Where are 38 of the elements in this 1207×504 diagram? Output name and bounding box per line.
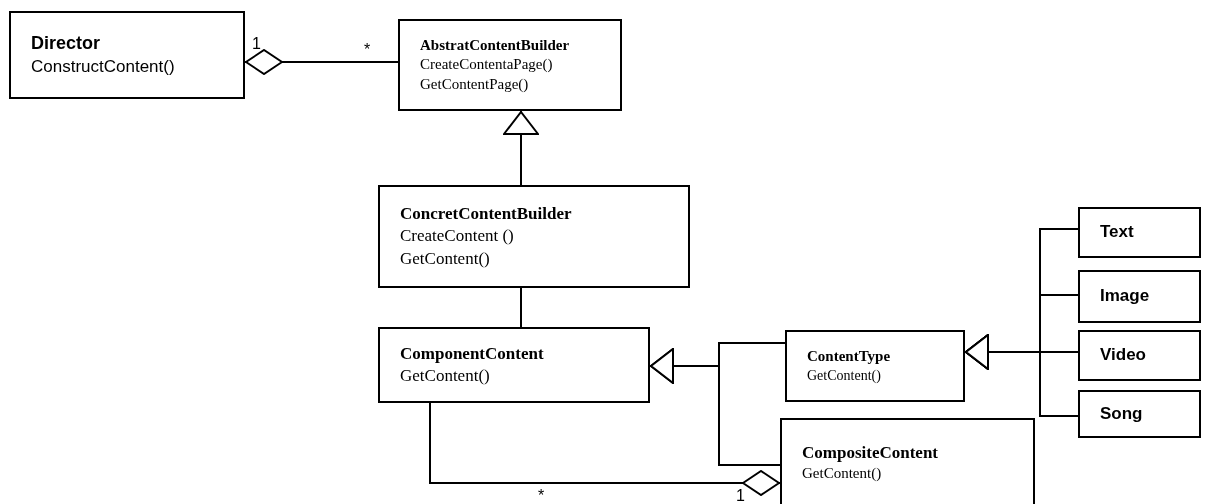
class-name: CompositeContent <box>802 442 939 465</box>
class-box <box>1078 390 1201 438</box>
multiplicity-label: 1 <box>736 488 745 504</box>
method-name: GetContent() <box>807 366 882 385</box>
method-name: CreateContent () <box>400 225 515 248</box>
class-box <box>378 327 650 403</box>
class-name: AbstratContentBuilder <box>420 35 571 55</box>
class-name: Song <box>1100 402 1144 425</box>
method-name: GetContent() <box>400 365 491 387</box>
class-box <box>9 11 245 99</box>
class-box <box>1078 270 1201 323</box>
class-box <box>1078 330 1201 381</box>
connector <box>429 402 781 496</box>
method-name: GetContentPage() <box>420 74 530 94</box>
method-name: GetContent() <box>400 247 491 270</box>
connector <box>649 348 781 466</box>
class-box <box>785 330 965 402</box>
class-name: Image <box>1100 285 1151 308</box>
connector <box>964 334 1079 417</box>
multiplicity-label: * <box>538 488 545 504</box>
method-name: GetContent() <box>802 464 883 484</box>
multiplicity-label: 1 <box>252 36 261 52</box>
multiplicity-label: * <box>364 42 371 58</box>
class-box <box>780 418 1035 504</box>
class-name: Video <box>1100 344 1147 367</box>
class-name: ConcretContentBuilder <box>400 203 573 226</box>
class-box <box>378 185 690 288</box>
class-name: Text <box>1100 221 1135 244</box>
class-name: ContentType <box>807 347 892 367</box>
method-name: CreateContentaPage() <box>420 55 554 75</box>
class-box <box>1078 207 1201 258</box>
connector <box>503 110 539 186</box>
method-name: ConstructContent() <box>31 55 176 78</box>
class-name: Director <box>31 32 102 56</box>
class-box <box>398 19 622 111</box>
connector <box>244 49 399 75</box>
class-name: ComponentContent <box>400 342 545 365</box>
connector <box>520 287 522 328</box>
